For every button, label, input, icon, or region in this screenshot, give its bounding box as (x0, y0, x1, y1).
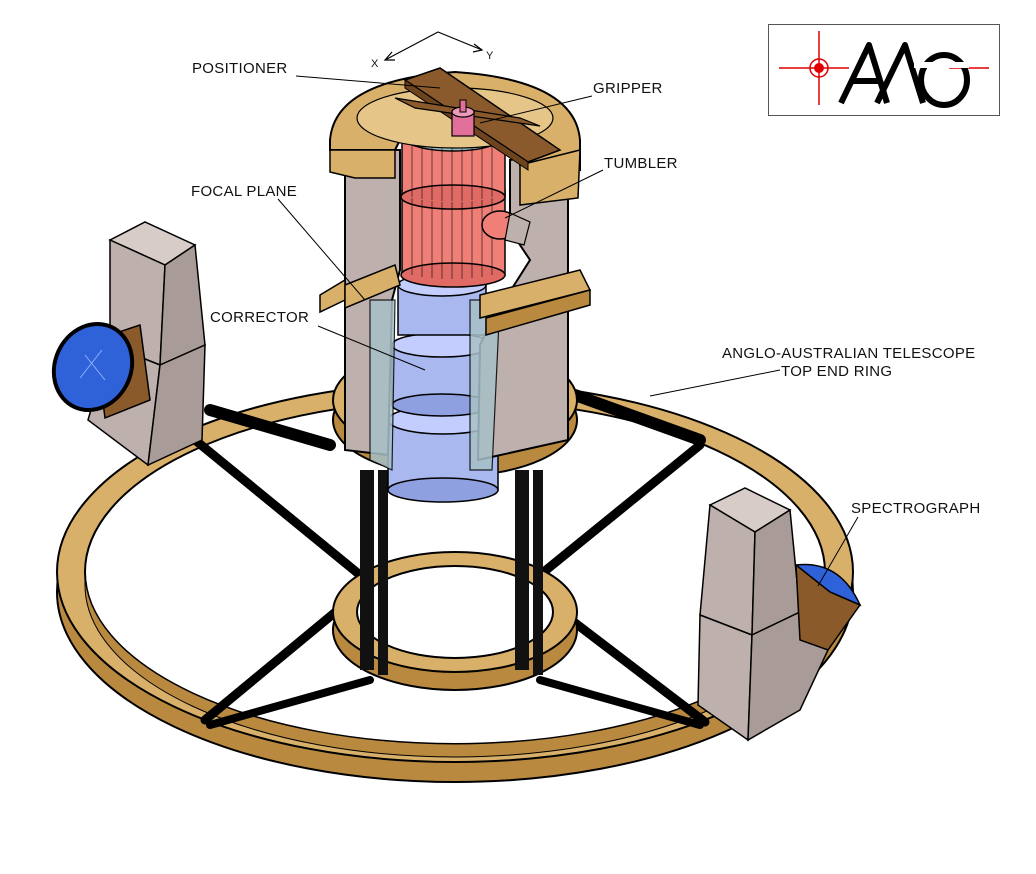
vertical-struts (360, 470, 543, 675)
leader-lines (277, 75, 859, 587)
gripper (451, 99, 475, 137)
label-spectrograph: SPECTROGRAPH (851, 500, 981, 517)
label-gripper: GRIPPER (593, 80, 663, 97)
label-focal-plane: FOCAL PLANE (191, 183, 298, 200)
axis-indicator (383, 31, 484, 61)
label-tumbler: TUMBLER (604, 155, 678, 172)
aao-logo (768, 24, 1000, 116)
label-telescope-line1: ANGLO-AUSTRALIAN TELESCOPE (722, 345, 976, 362)
focal-plane-collar (319, 263, 592, 336)
right-spectrograph (697, 487, 862, 742)
label-positioner: POSITIONER (192, 60, 288, 77)
label-corrector: CORRECTOR (210, 309, 310, 326)
aao-logo-graphic (779, 31, 989, 108)
left-spectrograph (51, 221, 206, 467)
main-housing (344, 148, 569, 471)
spider-vanes (190, 389, 710, 729)
x-axis-label: X (371, 58, 379, 70)
corrector-lenses (387, 273, 499, 503)
label-telescope-line2: TOP END RING (781, 363, 893, 380)
y-axis-label: Y (486, 50, 494, 62)
